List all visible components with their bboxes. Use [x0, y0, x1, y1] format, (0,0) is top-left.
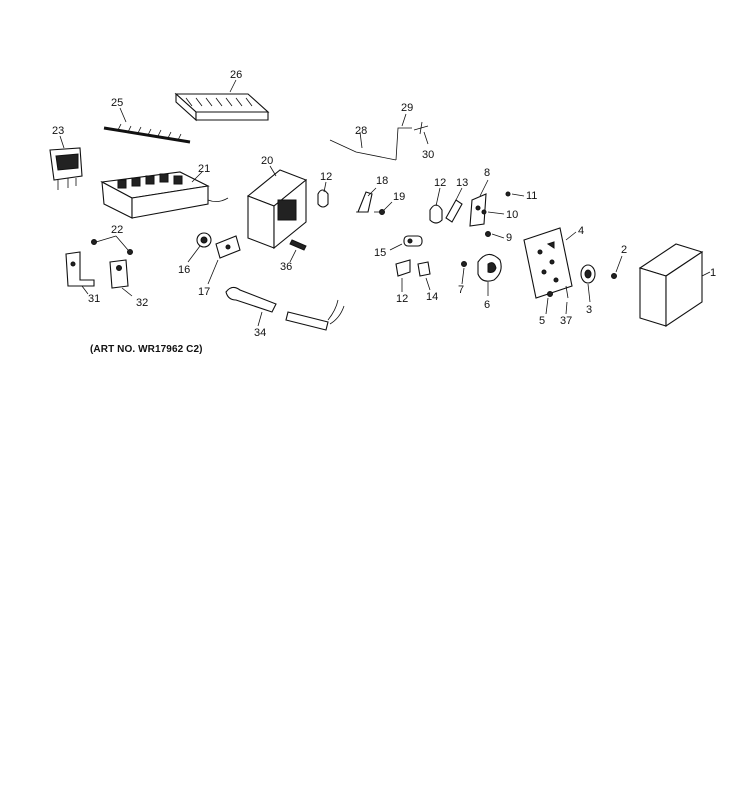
part-17-clip: 17: [198, 235, 241, 298]
callout-12a: 12: [320, 171, 332, 183]
part-1-cover: 1: [638, 243, 716, 328]
callout-36: 36: [280, 261, 292, 273]
callout-34: 34: [254, 327, 266, 339]
callout-21: 21: [198, 163, 210, 175]
callout-2: 2: [621, 244, 627, 256]
part-11-screw: 11: [505, 190, 537, 202]
callout-17: 17: [198, 286, 210, 298]
callout-11: 11: [526, 190, 537, 202]
callout-12c: 12: [396, 293, 408, 305]
part-22-screws: 22: [91, 224, 133, 255]
callout-10: 10: [506, 209, 518, 221]
callout-29: 29: [401, 102, 413, 114]
part-36-pin: 36: [280, 239, 307, 273]
part-26-stripper: 26: [174, 69, 270, 122]
part-25-ejector: 25: [103, 97, 191, 144]
part-15-valve: 15: [374, 235, 423, 259]
part-34-harness: 34: [225, 286, 345, 339]
part-14-connector: 14: [417, 261, 438, 303]
part-13-cam-follower: 13: [445, 177, 468, 223]
callout-23: 23: [52, 125, 64, 137]
callout-30: 30: [422, 149, 434, 161]
part-37-pin: 37: [560, 285, 572, 327]
part-9-screw: 9: [485, 231, 512, 244]
part-31-bracket: 31: [65, 251, 100, 305]
part-28-feeler-arm: 28: [329, 125, 397, 161]
part-5-screw: 5: [539, 291, 553, 327]
callout-26: 26: [230, 69, 242, 81]
callout-31: 31: [88, 293, 100, 305]
part-6-motor: 6: [477, 253, 502, 311]
callout-15: 15: [374, 247, 386, 259]
part-29-shaft: 29: [395, 102, 413, 161]
part-16-thermostat: 16: [178, 232, 212, 276]
callout-7: 7: [458, 284, 464, 296]
callout-37: 37: [560, 315, 572, 327]
part-32-bracket: 32: [109, 259, 148, 309]
part-12-gear: 12: [429, 177, 446, 224]
part-18-lever: 18: [356, 175, 388, 213]
part-12-block: 12: [395, 259, 411, 305]
part-2-screw: 2: [611, 244, 627, 279]
callout-28: 28: [355, 125, 367, 137]
callout-6: 6: [484, 299, 490, 311]
part-30-retainer: 30: [413, 121, 434, 161]
part-7-screw: 7: [458, 261, 467, 296]
callout-14: 14: [426, 291, 438, 303]
callout-18: 18: [376, 175, 388, 187]
callout-13: 13: [456, 177, 468, 189]
callout-32: 32: [136, 297, 148, 309]
part-23-fill-cup: 23: [49, 125, 83, 190]
callout-5: 5: [539, 315, 545, 327]
part-8-switch: 8: [469, 167, 490, 227]
callout-16: 16: [178, 264, 190, 276]
part-21-mold: 21: [100, 163, 229, 219]
art-number-caption: (ART NO. WR17962 C2): [90, 344, 203, 355]
part-4-plate: 4: [523, 225, 584, 299]
callout-4: 4: [578, 225, 584, 237]
callout-3: 3: [586, 304, 592, 316]
callout-22: 22: [111, 224, 123, 236]
callout-9: 9: [506, 232, 512, 244]
callout-19: 19: [393, 191, 405, 203]
callout-20: 20: [261, 155, 273, 167]
part-12-cam: 12: [317, 171, 332, 208]
callout-12b: 12: [434, 177, 446, 189]
callout-8: 8: [484, 167, 490, 179]
callout-1: 1: [710, 267, 716, 279]
part-3-knob: 3: [580, 264, 596, 316]
part-19-screw: 19: [374, 191, 405, 215]
part-20-housing: 20: [246, 155, 308, 250]
part-10-screw: 10: [481, 209, 518, 221]
callout-25: 25: [111, 97, 123, 109]
